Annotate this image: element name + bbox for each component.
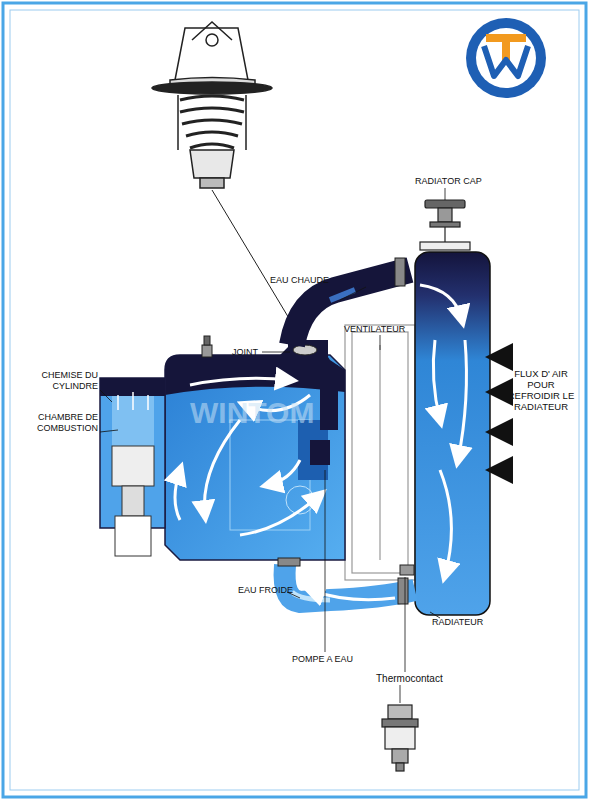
leader-lines (100, 188, 445, 703)
part-label: Thermocontact (376, 673, 466, 685)
part-label: EAU CHAUDE (270, 275, 360, 286)
part-label: POMPE A EAU (292, 654, 372, 665)
thermocontact-mount (400, 565, 414, 575)
radiator-cap (420, 200, 470, 250)
thermocontact-drawing (382, 705, 418, 771)
part-label: CHAMBRE DE COMBUSTION (10, 412, 98, 434)
outer-frame (3, 3, 586, 797)
part-label: RADIATEUR (432, 617, 502, 628)
part-label: VENTILATEUR (344, 324, 434, 335)
part-label: CHEMISE DU CYLINDRE (28, 370, 98, 392)
temp-sensor (202, 336, 212, 357)
thermostat-drawing (152, 22, 272, 188)
flow-arrows (175, 285, 466, 600)
part-label: FLUX D' AIR POUR REFROIDIR LE RADIATEUR (500, 368, 582, 412)
watermark: WINTOM (190, 395, 350, 431)
hose-clamp (398, 578, 408, 604)
inner-frame (10, 10, 579, 790)
hose-clamp (278, 558, 300, 566)
part-label: JOINT (232, 347, 272, 358)
engine-block (165, 345, 345, 560)
part-label: EAU FROIDE (238, 585, 308, 596)
cylinder (100, 378, 165, 556)
part-label: RADIATOR CAP (415, 176, 495, 187)
brand-logo (466, 18, 546, 98)
air-arrows (497, 357, 508, 470)
radiator (415, 252, 490, 615)
lower-hose (285, 565, 415, 602)
hose-clamp (395, 258, 405, 286)
